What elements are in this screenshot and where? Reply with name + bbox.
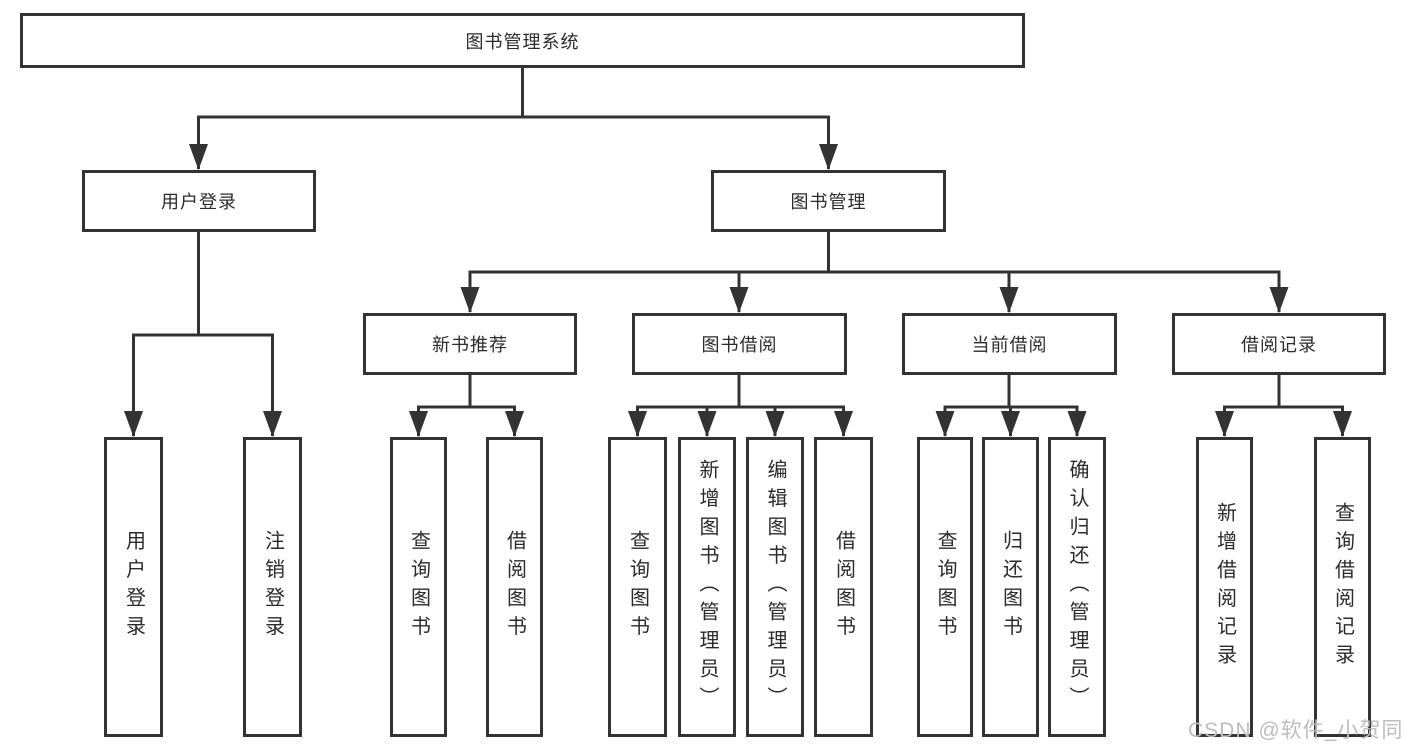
leaf-logout-label: 注销登录 bbox=[261, 530, 284, 644]
node-root: 图书管理系统 bbox=[20, 13, 1025, 68]
leaf-edit-book-admin: 编辑图书（管理员） bbox=[746, 437, 804, 737]
leaf-confirm-return-admin: 确认归还（管理员） bbox=[1048, 437, 1106, 737]
leaf-edit-book-admin-label: 编辑图书（管理员） bbox=[764, 459, 786, 715]
leaf-return-book-label: 归还图书 bbox=[999, 530, 1022, 644]
leaf-add-book-admin-label: 新增图书（管理员） bbox=[696, 459, 718, 715]
leaf-borrow-books-recommend: 借阅图书 bbox=[486, 437, 543, 737]
node-book-borrow: 图书借阅 bbox=[632, 313, 847, 375]
leaf-user-login: 用户登录 bbox=[104, 437, 163, 737]
leaf-query-borrow-record-label: 查询借阅记录 bbox=[1331, 501, 1354, 673]
leaf-add-borrow-record: 新增借阅记录 bbox=[1196, 437, 1253, 737]
leaf-query-books-borrow-label: 查询图书 bbox=[626, 530, 649, 644]
leaf-query-books-borrow: 查询图书 bbox=[608, 437, 667, 737]
leaf-borrow-books-recommend-label: 借阅图书 bbox=[503, 530, 526, 644]
leaf-query-books-current-label: 查询图书 bbox=[934, 530, 956, 644]
leaf-borrow-books: 借阅图书 bbox=[814, 437, 873, 737]
node-user-login: 用户登录 bbox=[82, 170, 316, 232]
leaf-logout: 注销登录 bbox=[243, 437, 302, 737]
watermark: CSDN @软件_小贺同学 bbox=[1188, 719, 1405, 742]
leaf-query-borrow-record: 查询借阅记录 bbox=[1314, 437, 1371, 737]
leaf-add-borrow-record-label: 新增借阅记录 bbox=[1213, 501, 1236, 673]
leaf-query-books-recommend: 查询图书 bbox=[390, 437, 447, 737]
leaf-add-book-admin: 新增图书（管理员） bbox=[678, 437, 736, 737]
leaf-query-books-current: 查询图书 bbox=[917, 437, 973, 737]
node-new-book-recommend: 新书推荐 bbox=[363, 313, 577, 375]
leaf-return-book: 归还图书 bbox=[982, 437, 1039, 737]
node-book-management: 图书管理 bbox=[711, 170, 946, 232]
node-borrow-records: 借阅记录 bbox=[1172, 313, 1386, 375]
leaf-confirm-return-admin-label: 确认归还（管理员） bbox=[1066, 459, 1088, 715]
leaf-user-login-label: 用户登录 bbox=[122, 530, 145, 644]
node-current-borrow: 当前借阅 bbox=[902, 313, 1117, 375]
leaf-query-books-recommend-label: 查询图书 bbox=[407, 530, 430, 644]
leaf-borrow-books-label: 借阅图书 bbox=[832, 530, 855, 644]
